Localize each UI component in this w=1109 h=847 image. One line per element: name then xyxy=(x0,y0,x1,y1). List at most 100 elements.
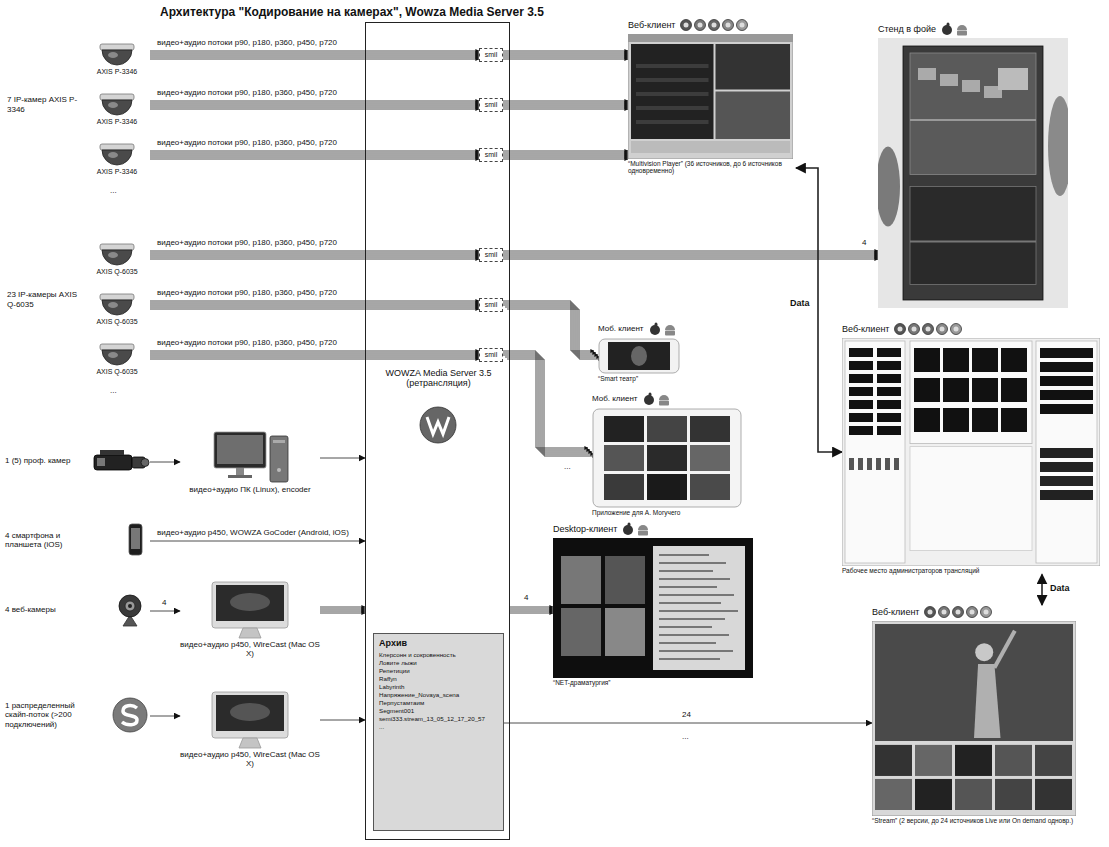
drawing-part xyxy=(910,119,1036,121)
drawing-part xyxy=(940,74,958,86)
drawing-part xyxy=(849,458,854,470)
drawing-part xyxy=(910,187,1036,285)
edge-label: видео+аудио потоки p90, p180, p360, p450… xyxy=(155,238,339,248)
drawing-part xyxy=(1048,96,1068,196)
stream-bundle xyxy=(503,101,628,109)
node-text: 1 распределенный скайп-поток (>200 подкл… xyxy=(5,701,100,729)
connector-line xyxy=(150,105,479,106)
camera-icon xyxy=(84,342,150,368)
node-text: AXIS Q-6035 xyxy=(84,318,150,326)
drawing-part xyxy=(277,468,281,472)
drawing-part xyxy=(644,395,654,405)
drawing-part xyxy=(1040,362,1093,372)
drawing-part xyxy=(561,556,601,604)
stream-bundle xyxy=(499,351,596,456)
drawing-part xyxy=(877,348,901,357)
video-link xyxy=(150,611,180,612)
web-client: Веб-клиент“Stream” (2 версии, до 24 исто… xyxy=(872,605,1078,824)
node-text: AXIS P-3346 xyxy=(84,168,150,176)
drawing-part xyxy=(659,554,709,556)
video-link xyxy=(150,716,180,717)
camera-icon xyxy=(84,292,150,318)
web-client: Веб-клиентРабочее место администраторов … xyxy=(842,322,1104,574)
drawing-part xyxy=(1040,476,1093,486)
drawing-part xyxy=(849,374,873,383)
connector-line xyxy=(150,251,479,252)
platform-icons xyxy=(923,605,993,619)
drawing-part xyxy=(648,393,651,397)
archive-box: АрхивКлерсонн и сокровенностьЛовите лыжи… xyxy=(373,633,504,831)
drawing-part xyxy=(681,20,692,31)
foyer-stand: Стенд в фойе xyxy=(878,22,1070,308)
drawing-part xyxy=(102,50,132,65)
drawing-part xyxy=(684,23,689,28)
connector-line xyxy=(150,53,479,54)
drawing-part xyxy=(914,408,940,432)
heading-row: 4 веб-камеры xyxy=(5,592,150,628)
drawing-part xyxy=(119,595,141,617)
drawing-part xyxy=(972,348,998,372)
drawing-part xyxy=(942,610,947,615)
connector-line xyxy=(150,59,479,60)
drawing-part xyxy=(636,120,709,124)
connector-line xyxy=(150,51,479,52)
drawing-part xyxy=(273,440,285,443)
connector-line xyxy=(507,359,596,456)
node-text: Desktop-клиент xyxy=(553,524,617,534)
drawing-part xyxy=(647,474,687,500)
node-text: Моб. клиент xyxy=(598,324,644,333)
drawing-part xyxy=(636,64,709,68)
node-caption: Segment001 xyxy=(379,707,498,715)
drawing-part xyxy=(914,348,940,372)
edge-label: видео+аудио потоки p90, p180, p360, p450… xyxy=(155,38,339,48)
drawing-part xyxy=(716,92,791,140)
ellipsis-label: ... xyxy=(680,732,691,742)
drawing-part xyxy=(690,416,730,442)
connector-line xyxy=(503,259,878,260)
drawing-part xyxy=(216,695,284,731)
drawing-part xyxy=(914,378,940,402)
drawing-part xyxy=(102,100,132,115)
stream-bundle xyxy=(150,251,479,259)
drawing-part xyxy=(647,445,687,471)
encoder-pc-icon xyxy=(210,430,290,485)
node-text: Стенд в фойе xyxy=(878,24,936,34)
drawing-part xyxy=(875,624,1073,741)
stream-bundle xyxy=(510,607,553,613)
node-caption: Клерсонн и сокровенность xyxy=(379,651,498,659)
drawing-part xyxy=(605,556,645,604)
drawing-part xyxy=(878,147,900,227)
drawing-part xyxy=(113,698,147,732)
platform-icons xyxy=(648,322,678,336)
connector-line xyxy=(150,109,479,110)
drawing-part xyxy=(129,524,142,555)
data-link xyxy=(1042,574,1043,605)
connector-line xyxy=(150,159,479,160)
camera-icon xyxy=(84,92,150,118)
connector-line xyxy=(1041,574,1043,605)
ip-camera: AXIS P-3346 xyxy=(84,92,150,126)
drawing-part xyxy=(128,604,132,608)
drawing-part xyxy=(1040,448,1093,458)
drawing-part xyxy=(102,150,132,165)
connector-line xyxy=(320,458,365,459)
drawing-part xyxy=(877,361,901,370)
drawing-part xyxy=(962,80,980,92)
connector-line xyxy=(150,151,479,152)
connector-line xyxy=(503,255,878,256)
drawing-part xyxy=(100,244,134,250)
drawing-part xyxy=(1040,376,1093,386)
connector-line xyxy=(503,355,592,452)
platform-icons xyxy=(642,392,672,406)
node-text: smil xyxy=(480,49,502,61)
drawing-part xyxy=(877,387,901,396)
node-caption: ... xyxy=(379,723,498,731)
node-caption: “NET-драматургия” xyxy=(553,679,753,686)
drawing-part xyxy=(102,300,132,315)
drawing-part xyxy=(690,474,730,500)
smil-box: smil xyxy=(479,348,503,362)
drawing-part xyxy=(951,324,962,335)
connector-line xyxy=(503,51,628,52)
ip-camera: AXIS Q-6035 xyxy=(84,242,150,276)
